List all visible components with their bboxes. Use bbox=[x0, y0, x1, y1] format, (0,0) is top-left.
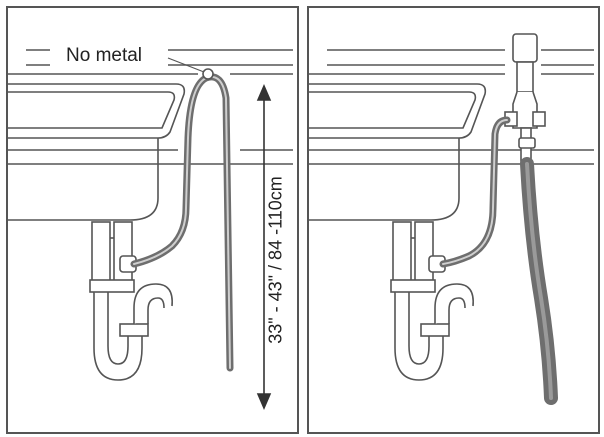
p-trap bbox=[89, 221, 173, 381]
right-panel-drawing bbox=[309, 33, 594, 405]
right-panel-hose-standpipe bbox=[307, 6, 600, 434]
drain-hose bbox=[439, 116, 511, 268]
hose-hook bbox=[202, 68, 214, 80]
counter-edge bbox=[8, 149, 293, 165]
height-dimension-arrow bbox=[256, 83, 272, 411]
p-trap bbox=[390, 221, 474, 381]
counter-edge bbox=[309, 149, 594, 165]
standpipe bbox=[504, 33, 546, 165]
countertop bbox=[309, 49, 594, 75]
left-panel-drawing bbox=[8, 49, 293, 411]
no-metal-label: No metal bbox=[66, 45, 143, 66]
countertop bbox=[8, 49, 293, 75]
height-range-label: 33" - 43" / 84 -110cm bbox=[265, 176, 286, 344]
no-metal-leader bbox=[167, 57, 205, 73]
sink-basin bbox=[309, 83, 487, 221]
sink-basin bbox=[8, 83, 186, 221]
left-panel-hose-loop: No metal 33" - 43" / 84 -110cm bbox=[6, 6, 299, 434]
